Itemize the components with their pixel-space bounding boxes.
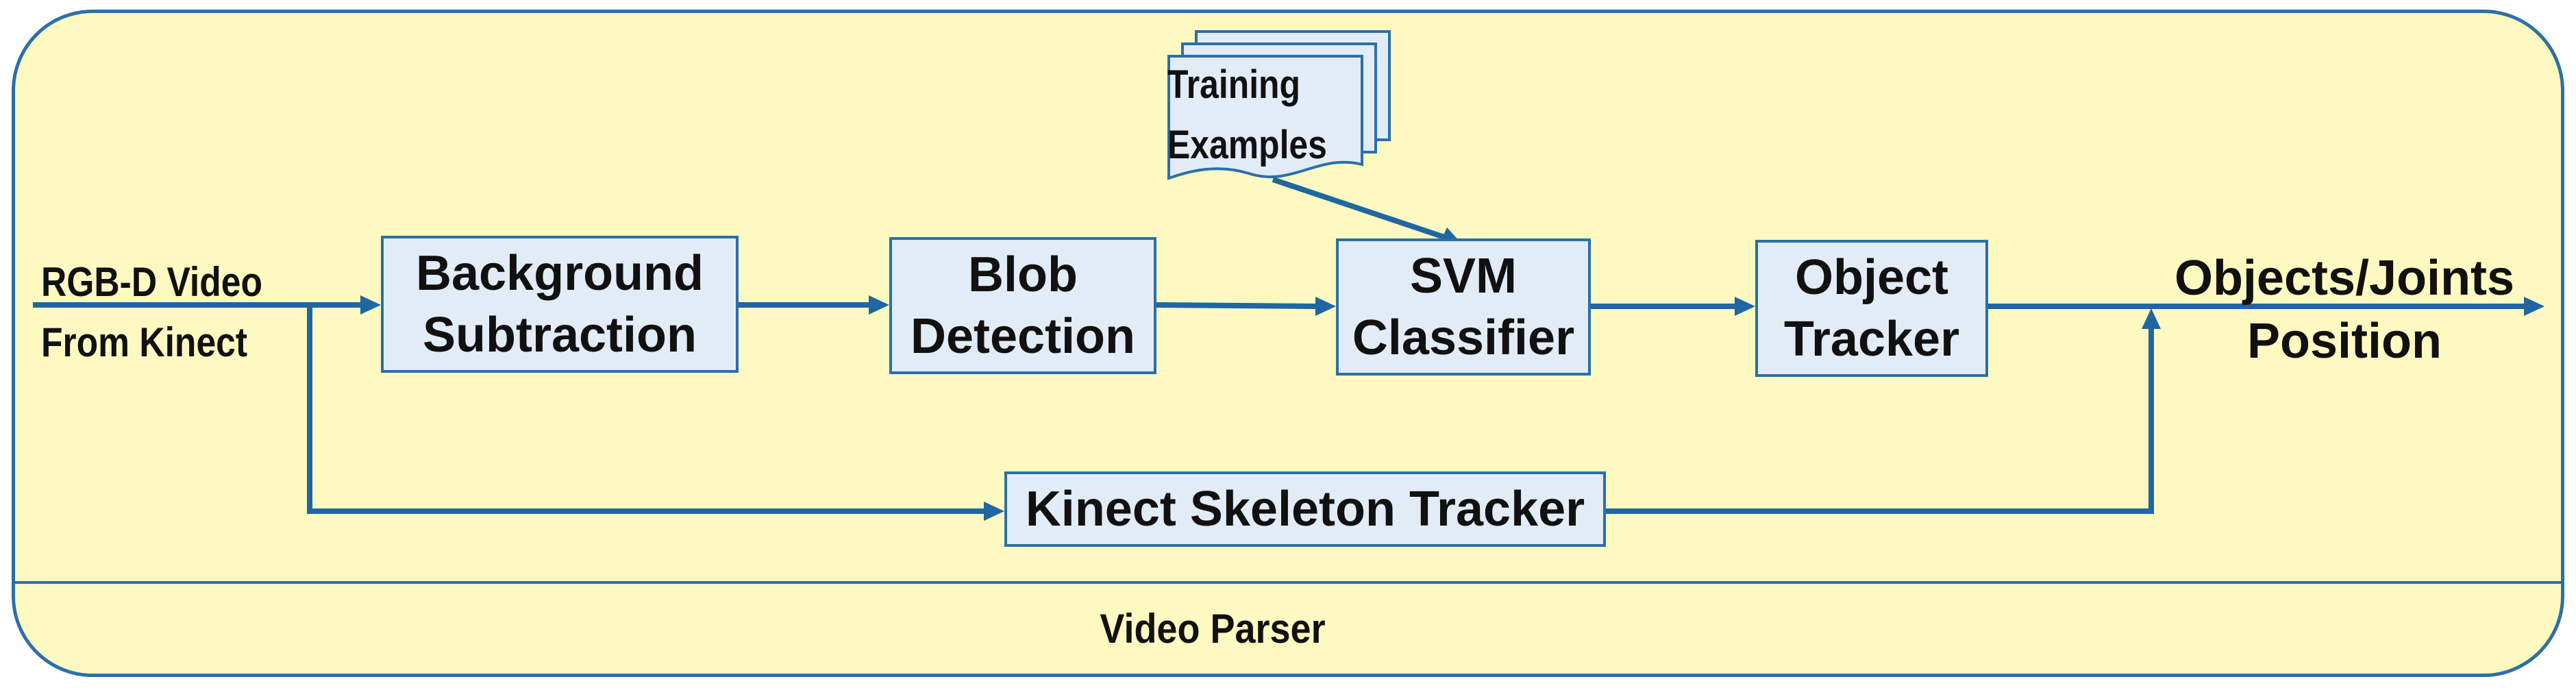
node-background-subtraction-line-1: Background xyxy=(415,246,704,301)
output-label: Objects/Joints Position xyxy=(2159,247,2529,373)
node-object-tracker: Object Tracker xyxy=(1755,240,1988,377)
node-svm-classifier: SVM Classifier xyxy=(1336,238,1591,376)
panel-divider xyxy=(12,581,2564,584)
arrowhead-output xyxy=(2524,297,2544,316)
arrowhead-svm-from-blob xyxy=(1315,297,1336,316)
training-examples-document-icon xyxy=(1167,30,1391,180)
input-label-line-2: From Kinect xyxy=(41,319,248,365)
arrowhead-object-tracker xyxy=(1735,297,1755,316)
node-object-tracker-line-2: Tracker xyxy=(1783,312,1960,367)
node-blob-detection-line-2: Detection xyxy=(910,309,1136,364)
output-label-line-1: Objects/Joints xyxy=(2174,251,2515,306)
arrowhead-background-subtraction xyxy=(360,295,381,315)
node-background-subtraction-line-2: Subtraction xyxy=(422,308,697,363)
panel-title: Video Parser xyxy=(1100,605,1326,652)
node-blob-detection-line-1: Blob xyxy=(968,247,1078,302)
edge-skeleton-tracker-to-output xyxy=(1606,328,2154,514)
output-label-line-2: Position xyxy=(2247,314,2442,369)
node-svm-classifier-line-2: Classifier xyxy=(1352,310,1575,365)
node-kinect-skeleton-tracker-label: Kinect Skeleton Tracker xyxy=(1025,482,1585,537)
input-label-line-1: RGB-D Video xyxy=(41,259,263,305)
node-background-subtraction: Background Subtraction xyxy=(381,236,739,373)
input-label: RGB-D Video From Kinect xyxy=(41,252,262,373)
edge-blob-to-svm xyxy=(1156,302,1317,309)
edge-input-to-skeleton-tracker xyxy=(307,305,985,514)
arrowhead-output-from-skeleton xyxy=(2142,308,2161,329)
training-examples-line-2: Examples xyxy=(1167,123,1327,167)
node-kinect-skeleton-tracker: Kinect Skeleton Tracker xyxy=(1004,471,1606,547)
node-object-tracker-line-1: Object xyxy=(1794,250,1949,305)
training-examples-label: Training Examples xyxy=(1167,55,1344,175)
node-blob-detection: Blob Detection xyxy=(889,237,1156,374)
training-examples-line-1: Training xyxy=(1167,62,1300,107)
node-svm-classifier-line-1: SVM xyxy=(1409,249,1518,304)
edge-training-to-svm xyxy=(1272,177,1446,240)
arrowhead-blob-detection xyxy=(869,295,889,315)
arrowhead-skeleton-tracker xyxy=(984,502,1004,521)
